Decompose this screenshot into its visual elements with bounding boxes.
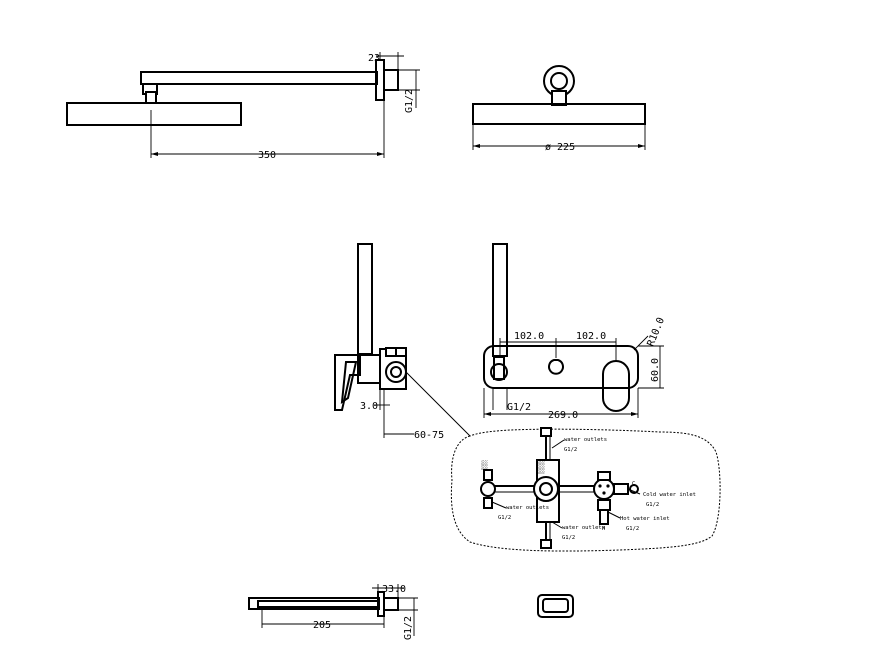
dim-head-diameter: ø 225 [545, 142, 575, 153]
label-outlet-top: water outlets [564, 437, 607, 443]
label-cold-inlet-thread: G1/2 [646, 502, 659, 508]
shower-head-plate [66, 102, 242, 126]
mixer-body-side [357, 354, 381, 384]
dim-arm-thread: G1/2 [404, 89, 415, 113]
diverter-knob [548, 359, 564, 375]
head-swivel [145, 91, 157, 104]
dim-spout-length: 205 [313, 620, 331, 631]
spout-front-view [537, 594, 574, 618]
shower-head-front [472, 103, 646, 125]
label-cold-mark: C [632, 481, 635, 487]
mixer-handle-front [602, 360, 630, 412]
label-outlet-left: water outlets [506, 505, 549, 511]
label-outlet-bottom: water outlets [562, 525, 605, 531]
label-vertical-tag-top: ░░░░ [538, 461, 545, 474]
spout-outlet-front [537, 594, 574, 618]
valve-detail: water outlets G1/2 water outlets G1/2 wa… [450, 427, 721, 552]
dim-wall-depth: 60-75 [414, 430, 444, 441]
wall-plate-front [483, 345, 639, 389]
spout-thread [383, 597, 399, 611]
dim-plate-thread: G1/2 [507, 402, 531, 413]
label-vertical-tag-left: ░░░ [481, 460, 488, 470]
dim-spout-thread: G1/2 [403, 616, 414, 640]
dim-arm-length: 350 [258, 150, 276, 161]
dim-plate-spacing-right: 102.0 [576, 331, 606, 342]
dim-plate-radius: R10.0 [646, 316, 667, 348]
shower-head-front-view: ø 225 [472, 65, 646, 153]
label-hot-inlet: Hot water inlet [620, 516, 670, 522]
detail-cloud-outline [450, 428, 721, 552]
dim-wall-offset: 3.0 [360, 401, 378, 412]
shower-arm [140, 71, 378, 85]
left-outlet [480, 481, 496, 497]
label-outlet-top-thread: G1/2 [564, 447, 577, 453]
dim-plate-height: 60.0 [650, 358, 661, 382]
spout-side-view: 33.0 205 G1/2 [248, 584, 418, 640]
label-hot-inlet-thread: G1/2 [626, 526, 639, 532]
wall-thread [383, 69, 399, 91]
shower-head-side-view: 23 G1/2 350 [66, 52, 420, 161]
mixer-front-view: 102.0 102.0 R10.0 60.0 G1/2 269.0 [483, 243, 667, 421]
diverter-pipe-side [357, 243, 373, 355]
dim-spout-depth: 33.0 [382, 584, 406, 595]
label-cold-inlet: Cold water inlet [643, 492, 696, 498]
mixer-cartridge [593, 478, 615, 500]
label-hot-mark: H [602, 526, 605, 532]
mixer-side-view: 3.0 60-75 [334, 243, 471, 441]
valve-core [533, 476, 559, 502]
dim-plate-spacing-left: 102.0 [514, 331, 544, 342]
label-outlet-bottom-thread: G1/2 [562, 535, 575, 541]
dim-arm-offset: 23 [368, 53, 380, 64]
dim-plate-width: 269.0 [548, 410, 578, 421]
label-outlet-left-thread: G1/2 [498, 515, 511, 521]
